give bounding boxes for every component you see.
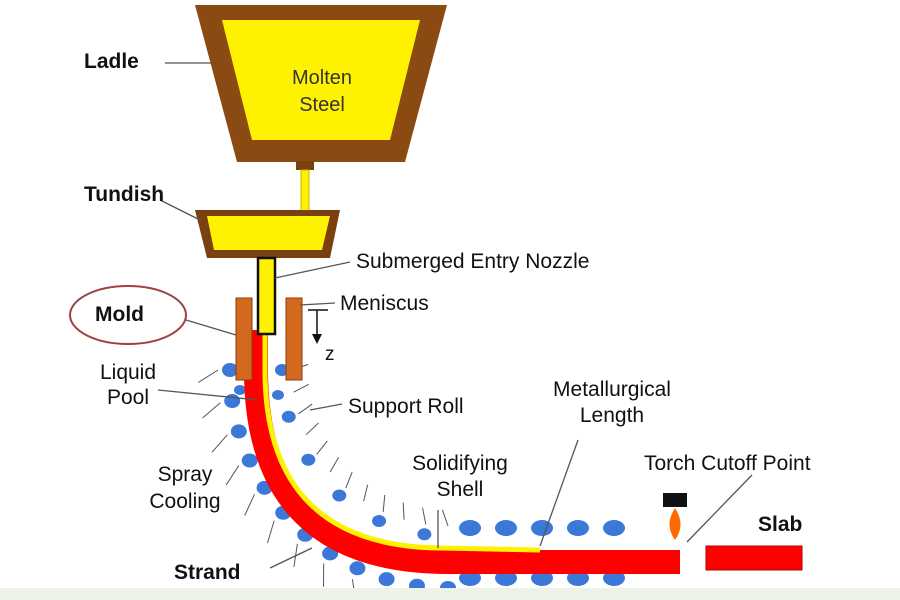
support-roll-3 — [230, 424, 247, 439]
torch-icon — [663, 493, 687, 540]
nozzle-label: Submerged Entry Nozzle — [356, 250, 590, 273]
spray-line-21 — [422, 507, 427, 525]
liquid-pool-label-line1: Liquid — [99, 361, 157, 384]
spray-line-5 — [298, 403, 313, 415]
support-roll-label: Support Roll — [348, 395, 464, 418]
ladle-label: Ladle — [84, 50, 139, 73]
support-roll-20 — [495, 520, 517, 536]
meniscus-label: Meniscus — [340, 292, 429, 315]
bottom-strip — [0, 588, 900, 600]
liquid-pool-label-line2: Pool — [106, 386, 150, 409]
strand-shell — [244, 330, 680, 574]
support-roll-22 — [531, 520, 553, 536]
leader-lines — [157, 62, 753, 569]
support-roll-24 — [567, 520, 589, 536]
support-roll-0 — [222, 363, 238, 377]
leader-liquid-pool — [157, 389, 259, 401]
leader-support-roll — [309, 403, 343, 411]
spray-cooling-label-line1: Spray — [157, 463, 213, 486]
mold-plate-right — [285, 297, 303, 381]
spray-line-6 — [225, 465, 240, 486]
spray-line-0 — [198, 369, 219, 383]
support-roll-26 — [603, 520, 625, 536]
support-roll-29 — [272, 390, 284, 400]
spray-line-15 — [363, 484, 369, 502]
strand-liquid-core — [262, 322, 541, 553]
z-axis-marker — [308, 309, 328, 344]
z-axis-label: z — [325, 344, 335, 365]
spray-line-8 — [244, 494, 255, 516]
leader-tundish — [159, 199, 201, 221]
support-roll-13 — [372, 514, 387, 527]
ladle — [195, 5, 447, 170]
support-roll-5 — [241, 453, 258, 468]
spray-line-7 — [305, 422, 319, 436]
support-roll-18 — [459, 520, 481, 536]
ladle-molten-steel — [222, 20, 420, 140]
solidifying-shell-label-line1: Solidifying — [412, 452, 508, 475]
tundish-label: Tundish — [84, 183, 165, 206]
ladle-tap-nozzle — [296, 161, 314, 170]
support-roll-10 — [332, 489, 347, 502]
strand-label: Strand — [174, 561, 241, 584]
spray-line-19 — [402, 502, 405, 520]
leader-torch — [686, 474, 753, 543]
spray-line-10 — [267, 520, 275, 544]
spray-line-4 — [211, 434, 228, 453]
leader-nozzle — [274, 261, 351, 279]
spray-line-17 — [382, 494, 386, 512]
molten-steel-label-line1: Molten — [291, 67, 353, 89]
spray-line-9 — [316, 440, 328, 455]
support-roll-14 — [378, 572, 395, 587]
tundish — [195, 210, 340, 258]
support-roll-2 — [224, 394, 241, 409]
leader-mold — [185, 319, 237, 336]
leader-strand — [269, 547, 313, 569]
mold-label-circle — [69, 285, 187, 345]
spray-line-3 — [293, 383, 309, 393]
support-roll-16 — [417, 528, 432, 541]
submerged-entry-nozzle — [256, 256, 277, 336]
support-roll-28 — [234, 385, 246, 395]
support-roll-12 — [349, 561, 366, 576]
slab — [705, 545, 803, 571]
spray-line-2 — [202, 402, 221, 419]
leader-meniscus — [299, 302, 336, 306]
metallurgical-length-label-line2: Length — [579, 404, 645, 427]
spray-line-11 — [329, 457, 340, 473]
tundish-molten-steel — [207, 216, 330, 250]
solidifying-shell-label-line2: Shell — [436, 478, 484, 501]
metallurgical-length-label-line1: Metallurgical — [553, 378, 671, 401]
spray-cooling-label-line2: Cooling — [149, 490, 221, 513]
mold-label: Mold — [95, 303, 144, 326]
mold-plate-left — [235, 297, 253, 381]
support-roll-7 — [301, 453, 316, 466]
arrow-down-icon — [312, 334, 322, 344]
slab-label: Slab — [758, 513, 803, 536]
support-roll-4 — [281, 410, 296, 423]
molten-steel-label-line2: Steel — [299, 94, 345, 116]
spray-line-23 — [441, 509, 449, 527]
leader-metallurgical — [539, 439, 579, 547]
spray-line-13 — [345, 471, 353, 489]
torch-cutoff-label: Torch Cutoff Point — [644, 452, 811, 475]
